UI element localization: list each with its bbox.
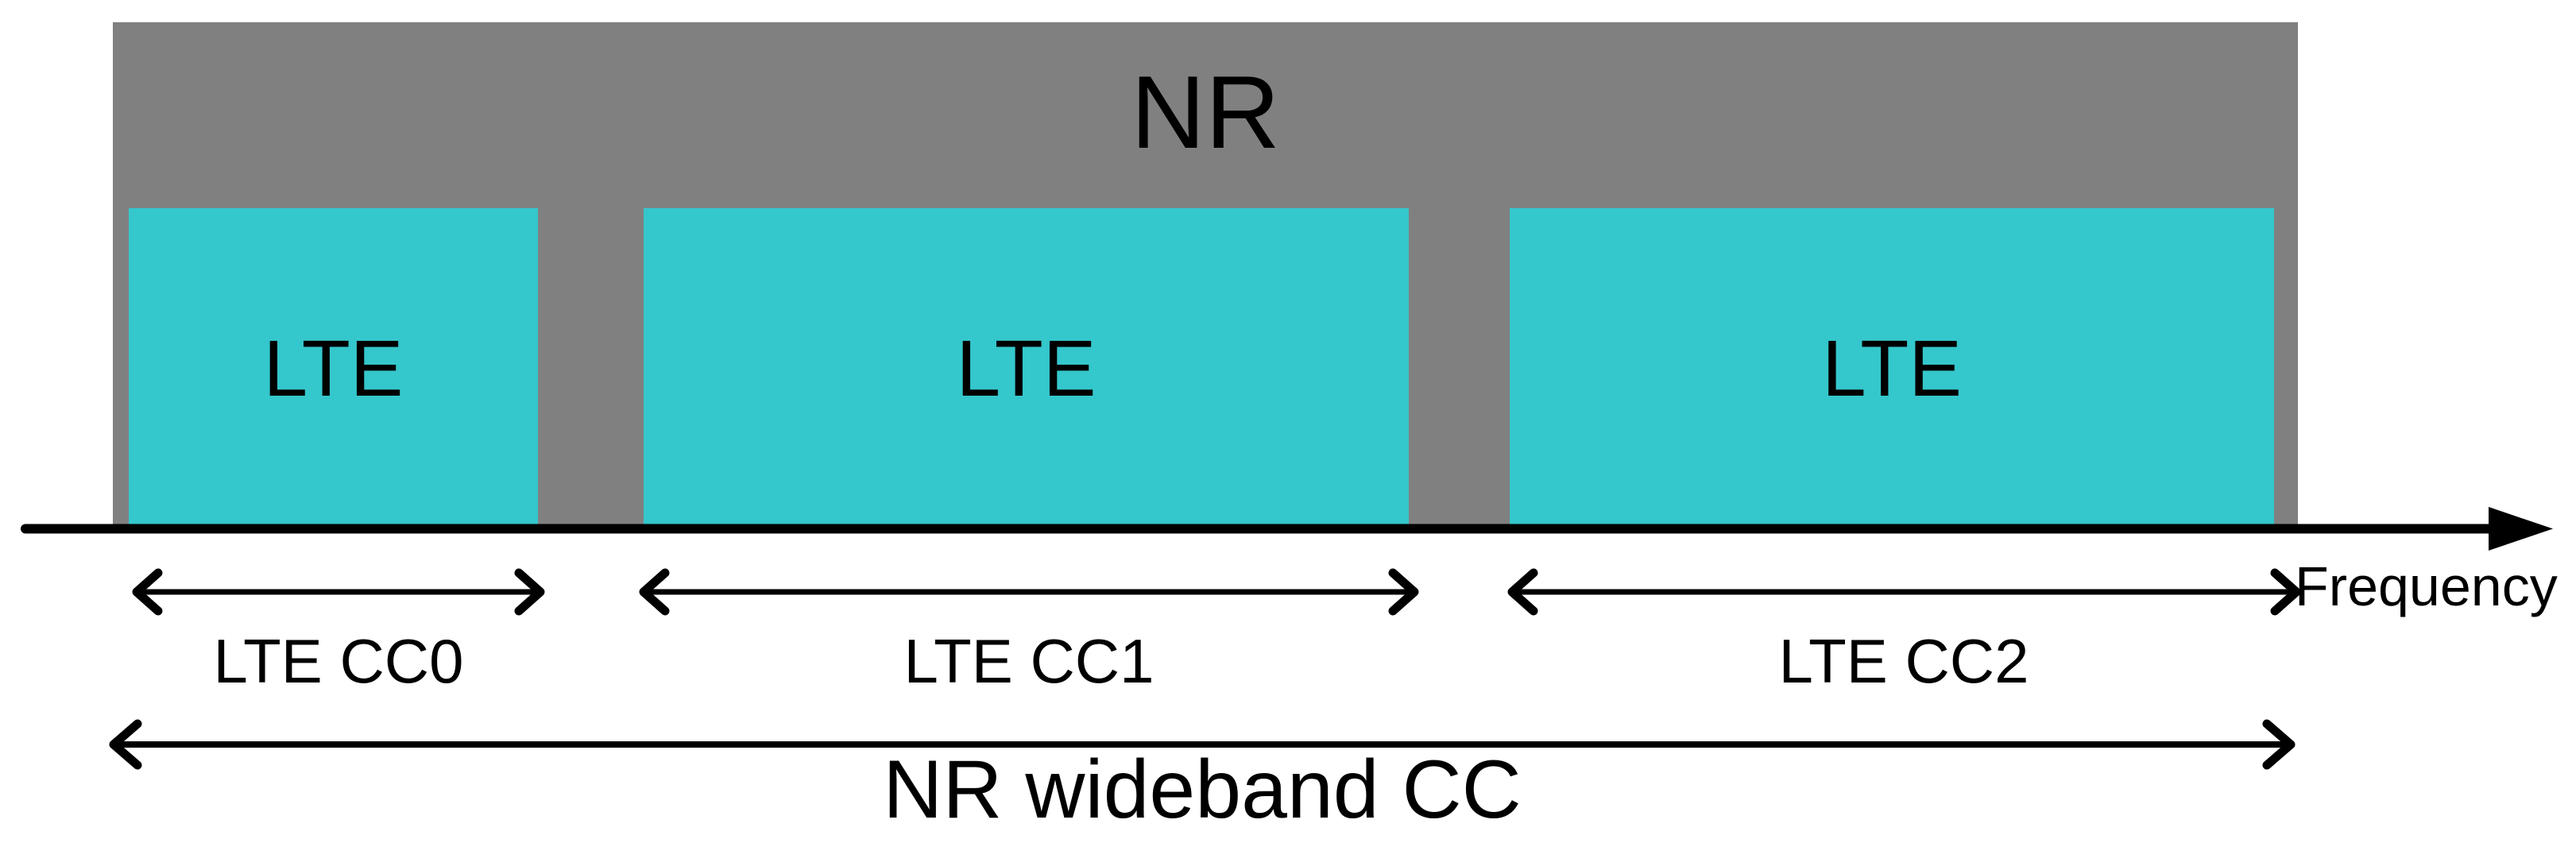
lte-cc2-label: LTE CC2 <box>1778 626 2029 696</box>
nr-wideband-arrow-right-head-icon <box>2262 719 2296 770</box>
frequency-axis-label: Frequency <box>2295 555 2558 617</box>
lte-box-2-label: LTE <box>1822 323 1962 413</box>
lte-cc0-label: LTE CC0 <box>213 626 464 696</box>
nr-band-label: NR <box>1131 54 1280 170</box>
lte-cc1-extent-arrow <box>639 568 1419 616</box>
lte-box-0: LTE <box>129 208 538 528</box>
lte-cc2-arrow-left-head-icon <box>1507 568 1538 616</box>
lte-cc1-arrow-right-head-icon <box>1388 568 1419 616</box>
lte-cc1-arrow-left-head-icon <box>639 568 670 616</box>
lte-cc2-extent-arrow <box>1507 568 2301 616</box>
nr-wideband-cc-label: NR wideband CC <box>883 744 1522 836</box>
lte-box-1: LTE <box>644 208 1409 528</box>
lte-cc0-extent-arrow <box>132 568 545 616</box>
lte-cc2-arrow-right-head-icon <box>2270 568 2301 616</box>
lte-cc0-arrow-left-head-icon <box>132 568 163 616</box>
nr-wideband-arrow-left-head-icon <box>109 719 142 770</box>
lte-cc0-arrow-right-head-icon <box>514 568 545 616</box>
lte-box-1-label: LTE <box>956 323 1097 413</box>
frequency-axis-arrowhead-icon <box>2489 507 2553 551</box>
lte-box-0-label: LTE <box>263 323 404 413</box>
lte-cc1-label: LTE CC1 <box>903 626 1155 696</box>
lte-box-2: LTE <box>1510 208 2274 528</box>
